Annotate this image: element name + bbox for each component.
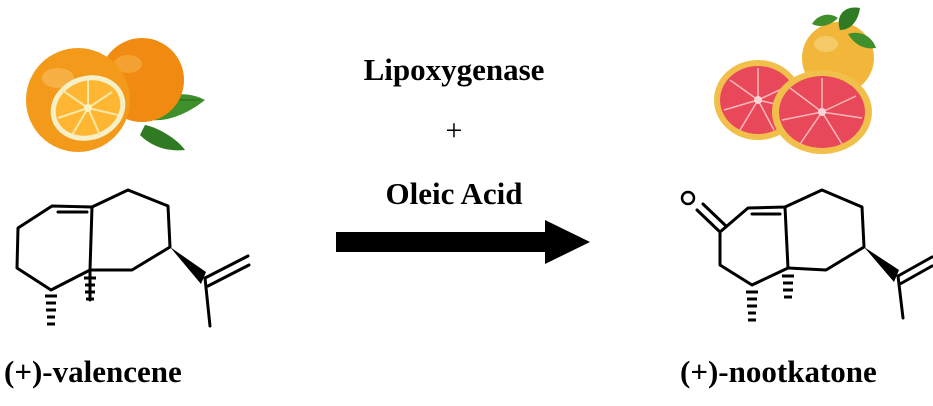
nootkatone-hashed-methyl — [746, 290, 758, 322]
reactant-name: (+)-valencene — [4, 354, 182, 389]
product-name: (+)-nootkatone — [680, 354, 877, 389]
orange-image — [26, 38, 205, 152]
reaction-arrow — [336, 220, 590, 264]
nootkatone-wedge-bond — [864, 247, 899, 282]
nootkatone-angular-hashed-methyl — [782, 274, 794, 299]
reagent-oleic-acid: Oleic Acid — [385, 176, 523, 211]
reagent-lipoxygenase: Lipoxygenase — [363, 52, 545, 87]
valencene-angular-hashed-methyl — [84, 276, 96, 301]
oxygen-atom — [680, 190, 696, 206]
valencene-hashed-methyl — [45, 294, 57, 326]
grapefruit-image — [714, 7, 876, 154]
valencene-structure — [15, 188, 251, 328]
nootkatone-structure — [695, 188, 933, 320]
plus-sign: + — [445, 114, 463, 147]
valencene-wedge-bond — [170, 247, 206, 284]
